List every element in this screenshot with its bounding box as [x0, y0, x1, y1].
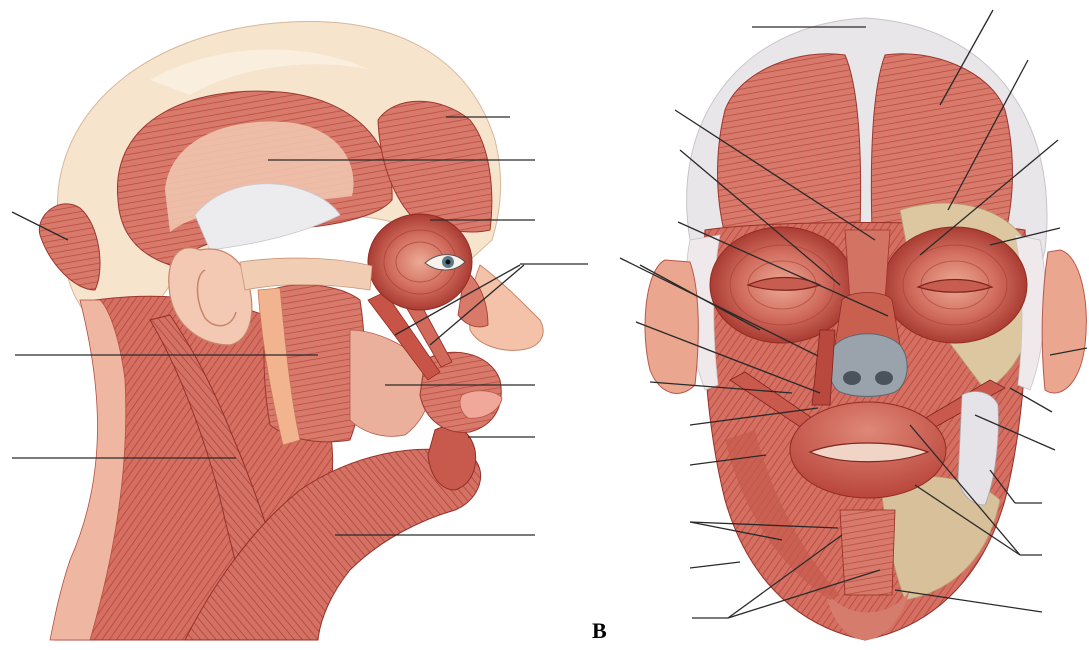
left-ear [645, 260, 698, 393]
depressor-labii [840, 510, 895, 595]
nasal-cartilage [829, 334, 907, 397]
right-ear [1042, 250, 1086, 393]
leader-b-platysma [690, 562, 740, 568]
procerus-muscle [845, 230, 890, 300]
lateral-head-panel [39, 21, 543, 640]
anterior-face-panel [645, 18, 1086, 640]
panel-label-b: B [592, 618, 607, 644]
